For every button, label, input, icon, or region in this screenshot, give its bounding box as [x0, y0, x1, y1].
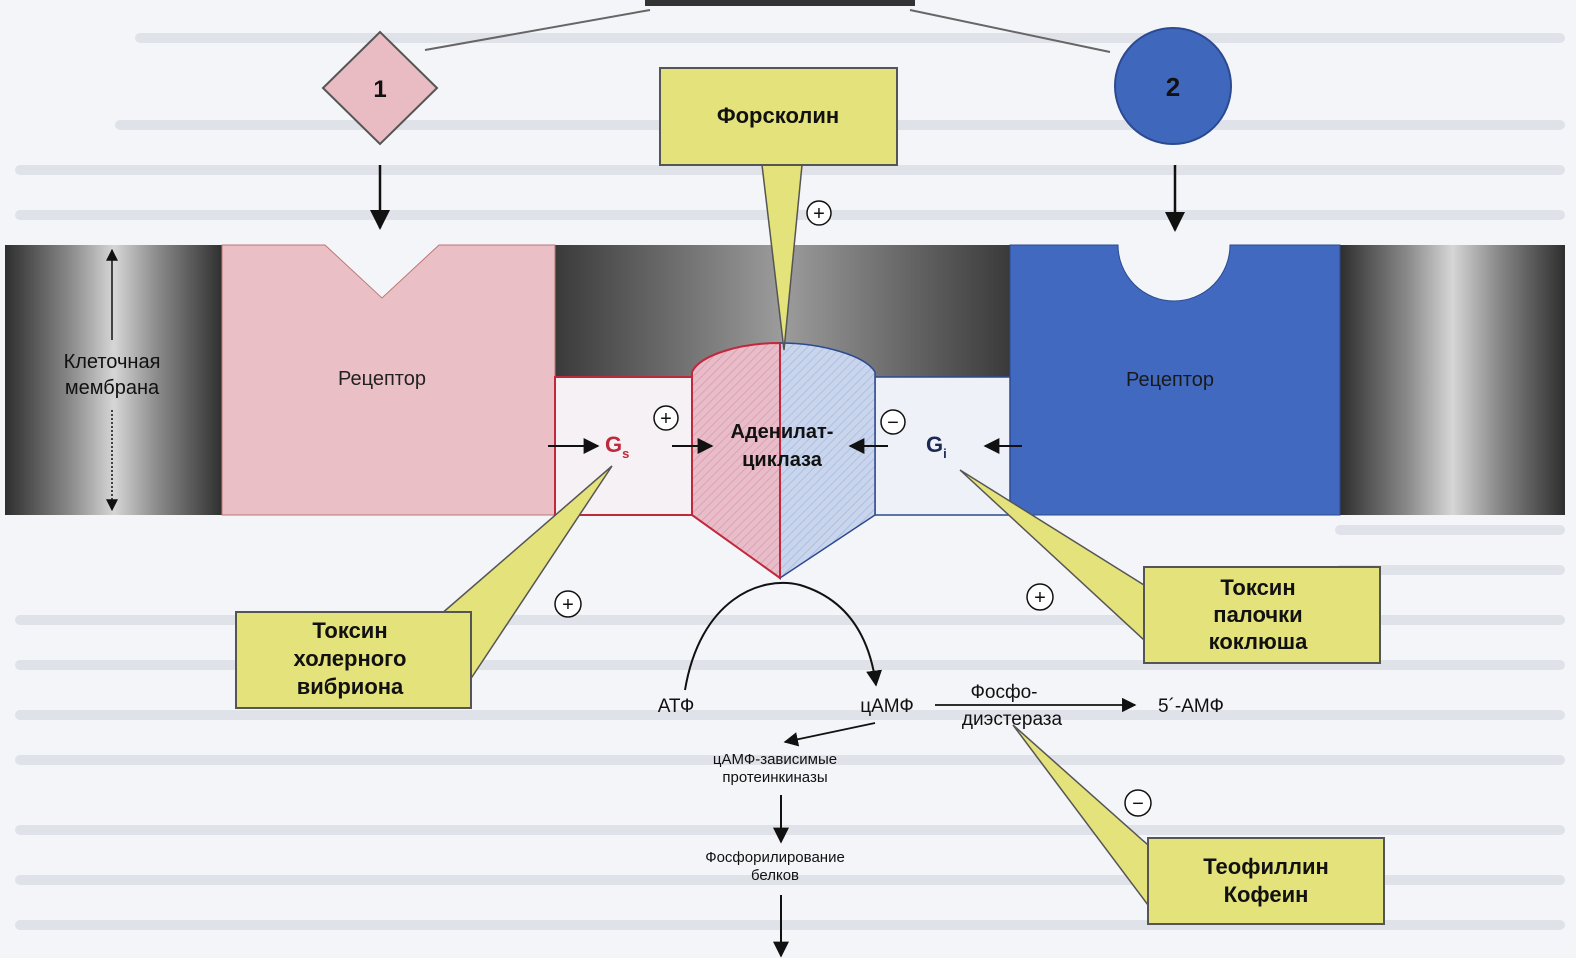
- top-cut-box: [645, 0, 915, 6]
- adenylate-cyclase-left: [691, 341, 781, 580]
- membrane-right-cylinder: [1340, 245, 1565, 515]
- forskolin-label: Форсколин: [717, 103, 839, 128]
- minus-sign-gi-text: −: [887, 412, 899, 434]
- pk-label-line1: цАМФ-зависимые: [713, 751, 837, 768]
- pde-label-line2: диэстераза: [962, 709, 1063, 730]
- cholera-label-line2: холерного: [294, 646, 407, 671]
- receptor-right-label: Рецептор: [1126, 369, 1214, 391]
- forskolin-callout: [659, 67, 898, 166]
- theophylline-callout: [1147, 837, 1385, 925]
- phos-label-line2: белков: [751, 867, 799, 884]
- cholera-label-line3: вибриона: [297, 674, 404, 699]
- amp-label: 5´-АМФ: [1158, 696, 1224, 717]
- ligand-2-circle: [1114, 27, 1232, 145]
- ligand-2-label: 2: [1166, 72, 1180, 102]
- pertussis-label-line2: палочки: [1213, 602, 1302, 627]
- camp-label: цАМФ: [860, 696, 914, 717]
- plus-sign-cholera-text: +: [562, 594, 574, 616]
- cholera-label-line1: Токсин: [312, 618, 387, 643]
- membrane-label-line2: мембрана: [65, 377, 160, 399]
- receptor-right: [1009, 244, 1341, 516]
- adenylate-cyclase-label-line1: Аденилат-: [731, 421, 834, 443]
- gi-protein-label: Gi: [926, 432, 947, 461]
- gs-protein-label: Gs: [605, 432, 629, 461]
- pertussis-label-line3: коклюша: [1209, 629, 1309, 654]
- connector-line-right: [909, 9, 1111, 53]
- plus-sign-gs: [653, 405, 679, 431]
- plus-sign-cholera: [554, 590, 582, 618]
- plus-sign-pertussis-text: +: [1034, 587, 1046, 609]
- plus-sign-pertussis: [1026, 583, 1054, 611]
- ligand-1-label: 1: [373, 76, 386, 103]
- pertussis-toxin-callout: [1143, 566, 1381, 664]
- receptor-left-label: Рецептор: [338, 368, 426, 390]
- arrow-camp-to-pk: [783, 722, 876, 747]
- plus-sign-forskolin: [806, 200, 832, 226]
- plus-sign-gs-text: +: [660, 408, 672, 430]
- arrow-atp-to-camp: [684, 581, 883, 691]
- pde-label-line1: Фосфо-: [970, 682, 1037, 703]
- pertussis-label-line1: Токсин: [1220, 575, 1295, 600]
- minus-sign-theophylline: [1124, 789, 1152, 817]
- receptor-left: [221, 244, 556, 516]
- minus-sign-theophylline-text: −: [1132, 793, 1144, 815]
- membrane-left-cylinder: [5, 245, 223, 515]
- pk-label-line2: протеинкиназы: [722, 769, 827, 786]
- atp-label: АТФ: [658, 696, 695, 717]
- cholera-toxin-callout: [235, 611, 472, 709]
- membrane-label-line1: Клеточная: [64, 351, 161, 373]
- adenylate-cyclase-label-line2: циклаза: [742, 449, 823, 471]
- plus-sign-forskolin-text: +: [813, 203, 825, 225]
- phos-label-line1: Фосфорилирование: [705, 849, 845, 866]
- theophylline-label-line1: Теофиллин: [1203, 854, 1329, 879]
- ligand-1-diamond: [321, 30, 439, 146]
- minus-sign-gi: [880, 409, 906, 435]
- theophylline-label-line2: Кофеин: [1224, 882, 1309, 907]
- connector-line-left: [424, 9, 651, 51]
- adenylate-cyclase-right: [779, 342, 876, 580]
